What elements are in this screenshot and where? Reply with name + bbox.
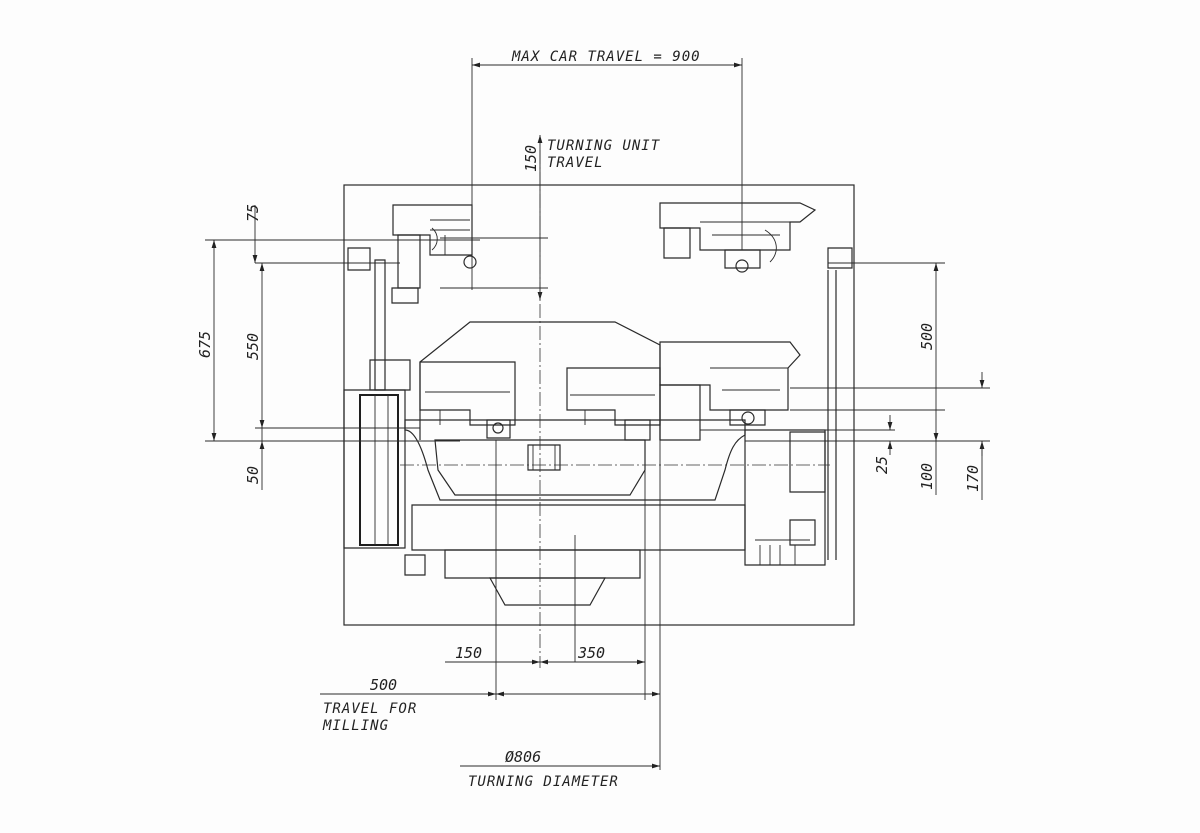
dim-550: 550 [244, 333, 262, 360]
turning-unit-top-right [659, 202, 853, 273]
dim-100: 100 [918, 463, 936, 490]
right-tool-magazine [744, 270, 837, 566]
left-column [343, 247, 426, 576]
dim-150-turning-unit: 150 [522, 145, 540, 172]
turning-unit-travel-label-line2: TRAVEL [547, 155, 604, 171]
bottom-dimension-chain [320, 440, 661, 770]
turning-diameter-value: Ø806 [505, 748, 541, 766]
dim-500-bottom: 500 [370, 676, 397, 694]
dim-150-bottom: 150 [455, 644, 482, 662]
right-dimension-chain [700, 262, 990, 500]
turning-unit-center-left [419, 361, 516, 439]
dim-170: 170 [964, 465, 982, 492]
turning-unit-top-left [391, 204, 477, 304]
protective-hood [419, 321, 661, 440]
turning-unit-center [566, 367, 661, 441]
dim-50: 50 [244, 466, 262, 484]
travel-for-milling-line1: TRAVEL FOR [323, 701, 417, 717]
dim-500-right: 500 [918, 323, 936, 350]
turning-unit-center-right [659, 341, 801, 441]
dim-675: 675 [196, 331, 214, 358]
turning-diameter-label: TURNING DIAMETER [468, 774, 619, 790]
dim-25: 25 [873, 456, 891, 474]
travel-for-milling-line2: MILLING [322, 718, 389, 734]
left-dimension-chain [205, 205, 480, 490]
turning-unit-travel-label-line1: TURNING UNIT [547, 138, 661, 154]
dim-75: 75 [244, 204, 262, 222]
max-car-travel-dimension [471, 58, 743, 290]
dim-350-bottom: 350 [577, 644, 605, 662]
max-car-travel-label: MAX CAR TRAVEL = 900 [511, 49, 701, 65]
